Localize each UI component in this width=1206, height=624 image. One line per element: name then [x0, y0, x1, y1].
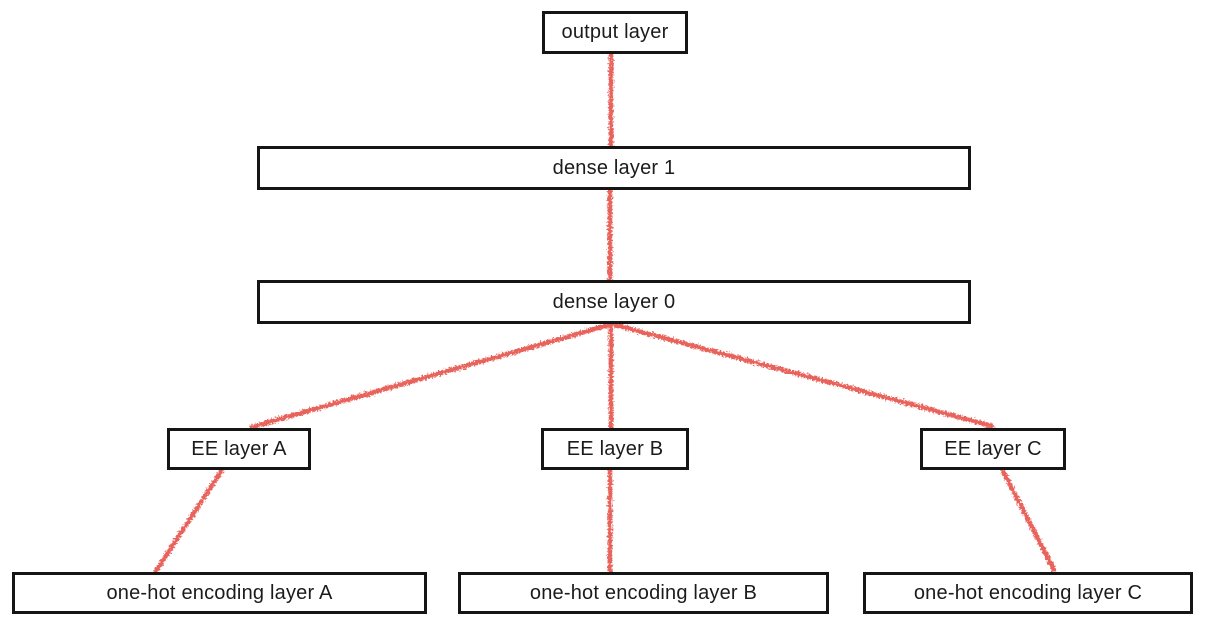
node-onehot-encoding-layer-c: one-hot encoding layer C: [863, 572, 1193, 614]
edge-dense0-ee-a: [249, 321, 615, 430]
edge-ee-a-onehot-a: [153, 467, 225, 574]
node-ee-layer-b: EE layer B: [541, 428, 689, 470]
node-output-layer: output layer: [542, 11, 688, 54]
node-dense-layer-0: dense layer 0: [257, 280, 971, 324]
node-ee-layer-c: EE layer C: [920, 428, 1066, 470]
edge-ee-c-onehot-c: [1000, 468, 1057, 573]
node-ee-layer-a: EE layer A: [167, 428, 311, 470]
node-dense-layer-1: dense layer 1: [257, 146, 971, 190]
edge-dense0-ee-c: [609, 321, 995, 429]
node-onehot-encoding-layer-b: one-hot encoding layer B: [458, 572, 829, 614]
node-onehot-encoding-layer-a: one-hot encoding layer A: [12, 572, 427, 614]
